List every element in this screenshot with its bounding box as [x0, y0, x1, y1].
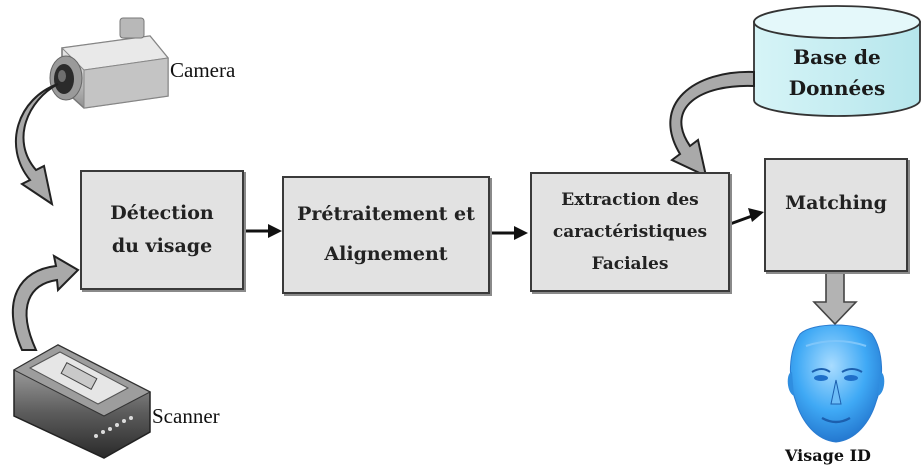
step-pretraitement-line-1: Prétraitement et [297, 203, 475, 226]
camera-icon [49, 17, 169, 109]
scanner-icon [12, 344, 152, 459]
flow-arrows [244, 208, 764, 240]
step-extraction-line-3: Faciales [591, 254, 669, 275]
curved-arrow-camera [14, 83, 59, 207]
step-pretraitement-box: Prétraitement et Alignement [282, 176, 490, 294]
visage-id-label: Visage ID [785, 446, 871, 465]
database-label-line-1: Base de [793, 45, 881, 69]
step-matching-line-1: Matching [785, 192, 887, 215]
camera-label: Camera [170, 58, 236, 82]
database-icon [753, 5, 921, 117]
curved-arrow-scanner [11, 254, 80, 351]
step-extraction-box: Extraction des caractéristiques Faciales [530, 172, 730, 292]
step-detection-box: Détection du visage [80, 170, 244, 290]
face-3d-icon [787, 324, 885, 443]
step-pretraitement-line-2: Alignement [324, 243, 448, 265]
step-detection-line-1: Détection [110, 201, 214, 224]
step-extraction-line-1: Extraction des [561, 189, 699, 210]
database-label-line-2: Données [788, 76, 886, 100]
scanner-label: Scanner [152, 404, 220, 428]
step-extraction-line-2: caractéristiques [552, 221, 708, 242]
down-arrow-matching [812, 271, 858, 326]
database-label: Base de Données [754, 42, 920, 104]
step-matching-box: Matching [764, 158, 908, 272]
step-detection-line-2: du visage [111, 235, 213, 257]
curved-arrow-database [669, 70, 755, 178]
